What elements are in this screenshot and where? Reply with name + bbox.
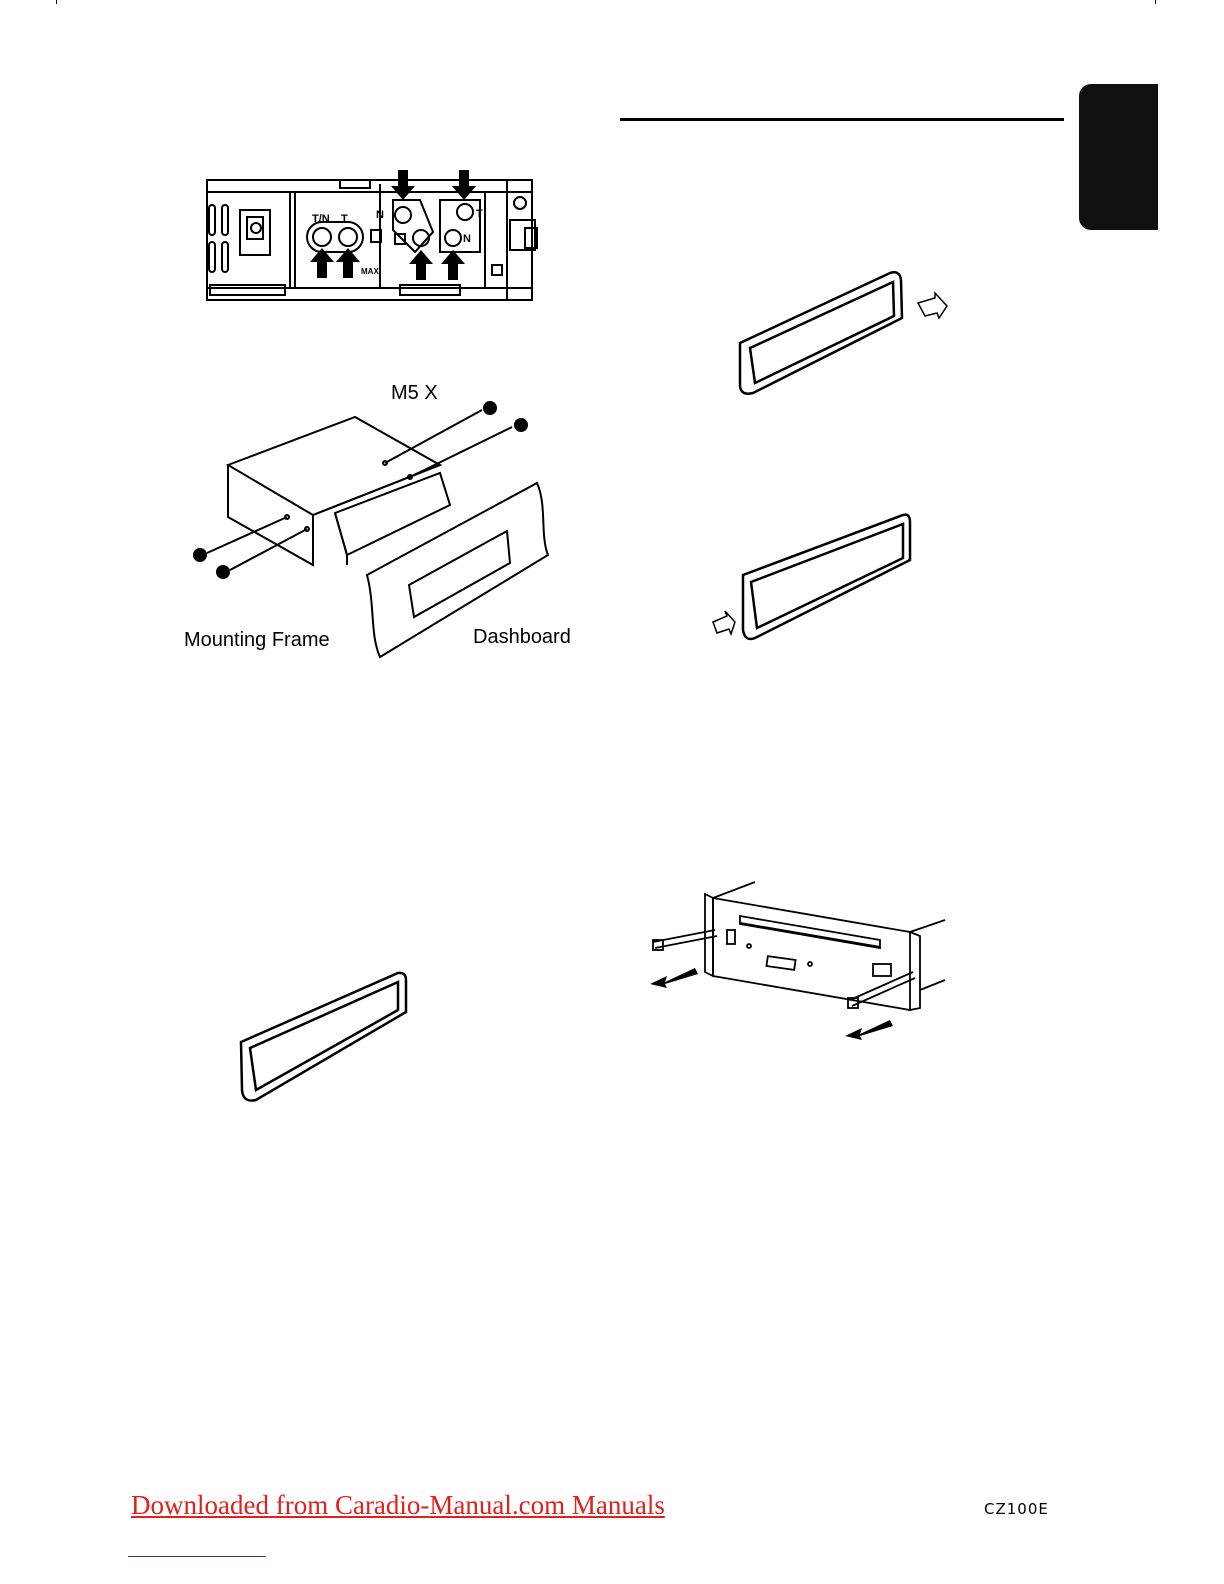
faceplate-diagram-2: [705, 510, 915, 642]
bracket-label-n1: N: [376, 209, 384, 221]
language-tab: [1079, 84, 1158, 230]
mounting-frame-label: Mounting Frame: [184, 629, 330, 652]
bracket-label-t2: T: [476, 208, 483, 220]
footer-underline: [128, 1556, 266, 1557]
bracket-label-t1: T: [341, 213, 348, 225]
crop-mark-left: [56, 0, 57, 4]
bracket-label-tn: T/N: [312, 213, 330, 225]
screw-label: M5 X: [391, 382, 438, 405]
unit-removal-diagram: [645, 880, 950, 1050]
faceplate-diagram-3: [238, 970, 410, 1105]
faceplate-diagram-1: [735, 268, 950, 400]
download-source-link[interactable]: Downloaded from Caradio-Manual.com Manua…: [131, 1490, 665, 1521]
bracket-diagram: T/N T N T N MAX: [195, 170, 540, 305]
model-number: CZ100E: [984, 1500, 1049, 1518]
bracket-label-n2: N: [463, 233, 471, 245]
crop-mark-right: [1155, 0, 1156, 4]
dashboard-label: Dashboard: [473, 626, 571, 649]
section-rule: [620, 118, 1064, 121]
bracket-label-max: MAX: [361, 267, 379, 276]
